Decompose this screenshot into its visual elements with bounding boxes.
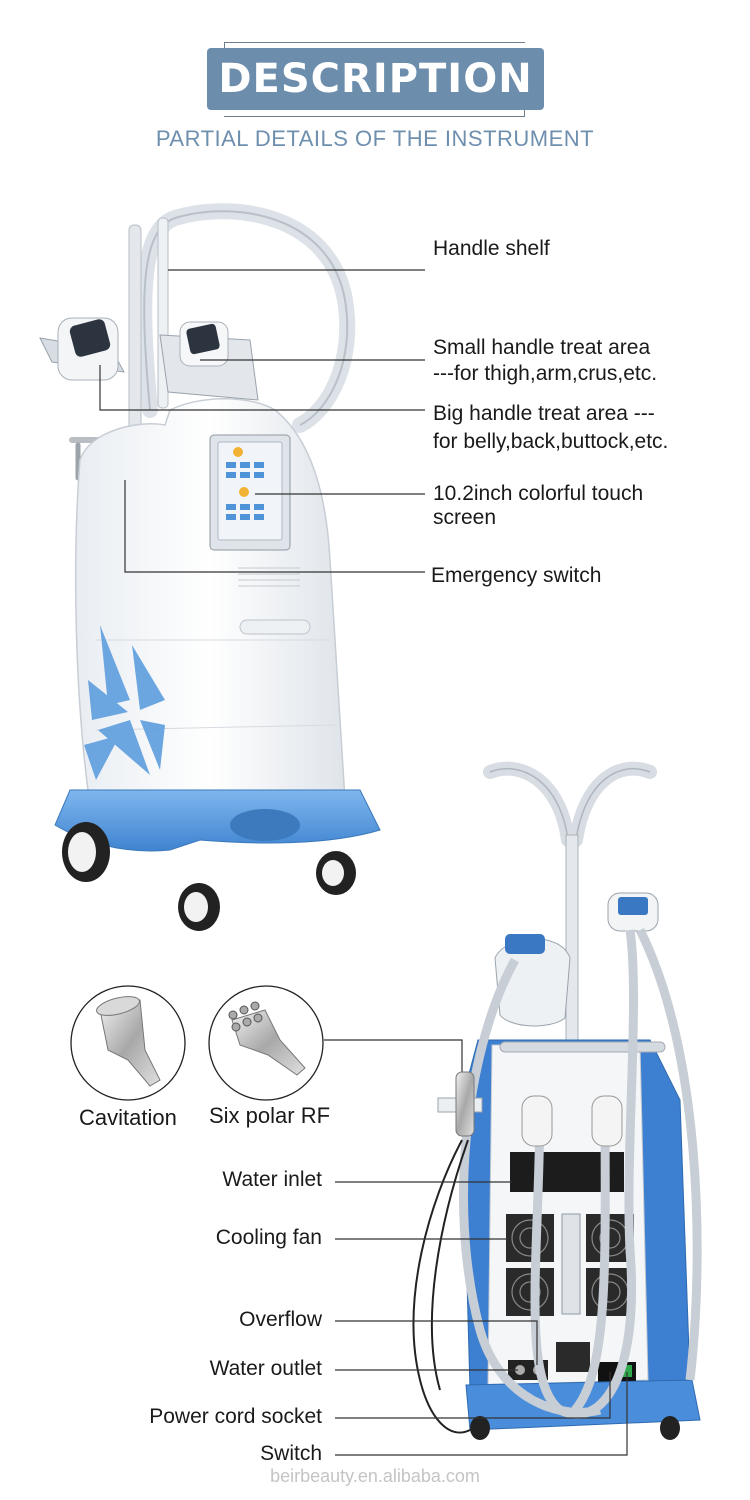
label-big-handle: Big handle treat area --- for belly,back… — [433, 402, 669, 453]
label-cooling-fan: Cooling fan — [215, 1226, 322, 1249]
header-frame-right — [524, 108, 525, 116]
label-handle-shelf: Handle shelf — [433, 237, 550, 260]
page-title: DESCRIPTION — [207, 48, 544, 110]
label-water-outlet: Water outlet — [209, 1357, 322, 1380]
front-leader-lines — [99, 269, 425, 573]
front-vent — [238, 567, 300, 587]
back-leader-lines — [335, 1181, 628, 1456]
wheels — [62, 822, 356, 931]
header-frame-left — [224, 42, 225, 50]
label-power-cord-socket: Power cord socket — [149, 1405, 322, 1428]
front-machine — [39, 203, 381, 931]
drawer-handle — [239, 619, 311, 635]
six-polar-rf-probe — [208, 985, 324, 1101]
label-small-handle: Small handle treat area ---for thigh,arm… — [433, 336, 658, 385]
header-frame-top — [224, 42, 525, 43]
snowflake-decoration — [84, 625, 165, 780]
cavitation-probe — [70, 985, 186, 1101]
shelf-pole — [128, 224, 142, 436]
label-emergency-switch: Emergency switch — [431, 564, 602, 587]
watermark: beirbeauty.en.alibaba.com — [270, 1466, 480, 1486]
back-machine — [412, 761, 702, 1440]
label-cavitation: Cavitation — [79, 1105, 177, 1130]
label-switch: Switch — [260, 1442, 322, 1465]
label-touch-screen: 10.2inch colorful touch screen — [433, 482, 644, 529]
label-six-polar-rf: Six polar RF — [209, 1103, 331, 1128]
rf-leader-line — [324, 1039, 463, 1075]
label-overflow: Overflow — [239, 1308, 322, 1331]
page-subtitle: PARTIAL DETAILS OF THE INSTRUMENT — [155, 126, 595, 151]
label-water-inlet: Water inlet — [222, 1168, 322, 1191]
header-frame-bottom — [224, 116, 525, 117]
